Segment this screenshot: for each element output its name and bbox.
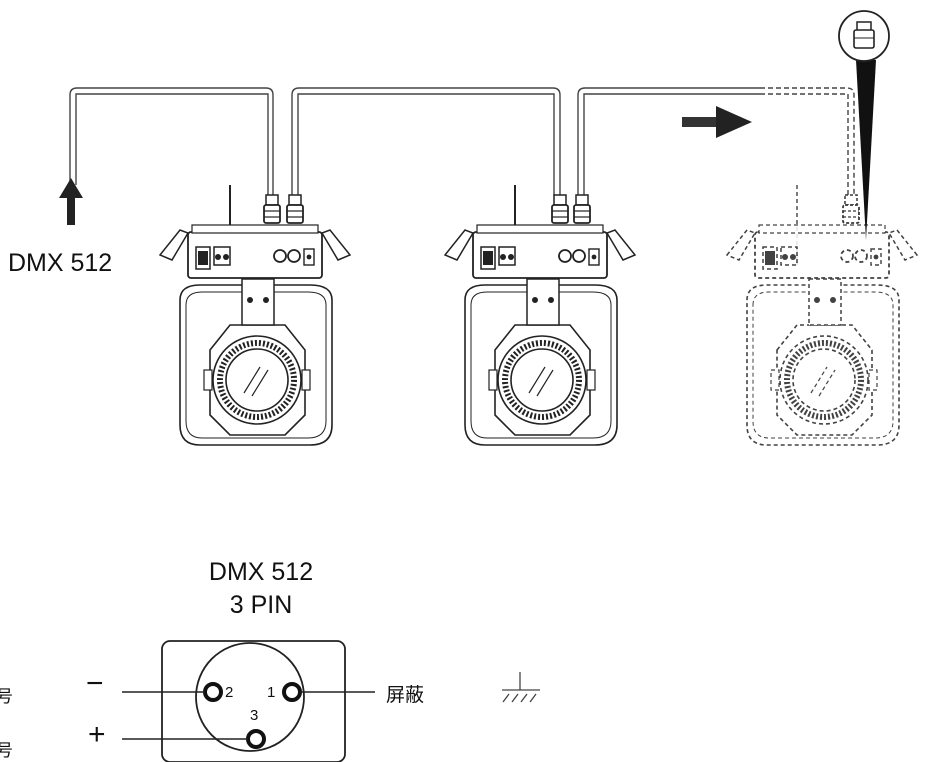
shield-label: 屏蔽 (386, 684, 425, 706)
signal-plus-label: + (88, 718, 106, 751)
dmx-cable-run (69, 87, 855, 195)
terminator-callout (838, 10, 890, 240)
pin-3-label: 3 (250, 707, 259, 724)
arrow-up-icon (59, 178, 83, 225)
pin-2-label: 2 (225, 684, 234, 701)
arrow-right-icon (682, 106, 752, 138)
fixture-2 (445, 225, 635, 445)
xlr-terminator-plug-icon (842, 194, 860, 224)
connector-title: DMX 512 (208, 558, 314, 586)
side-text-top: 号 (0, 687, 13, 707)
connector-subtitle: 3 PIN (229, 591, 293, 619)
pin-1-label: 1 (267, 684, 276, 701)
xlr-connector-diagram (122, 640, 375, 762)
fixture-1 (160, 225, 350, 445)
side-text-bottom: 号 (0, 741, 13, 761)
ground-symbol-icon (502, 672, 540, 703)
fixture-3 (727, 225, 917, 445)
xlr-plug-icon (263, 194, 591, 224)
signal-minus-label: − (86, 667, 104, 700)
dmx-input-label: DMX 512 (8, 249, 113, 277)
